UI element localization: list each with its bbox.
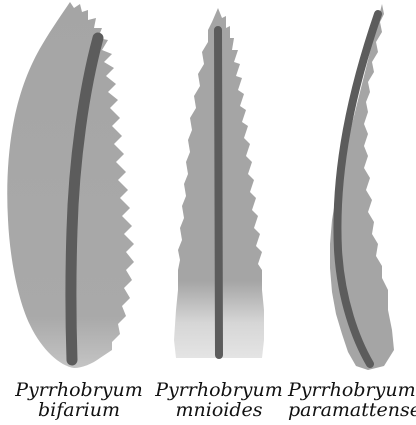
caption-genus: Pyrrhobryum <box>14 380 144 400</box>
caption-species: mnioides <box>152 400 286 420</box>
caption-species: paramattense <box>288 400 414 420</box>
caption-mnioides: Pyrrhobryum mnioides <box>152 380 286 420</box>
caption-genus: Pyrrhobryum <box>288 380 414 400</box>
caption-species: bifarium <box>14 400 144 420</box>
leaf-mnioides-icon <box>174 8 264 358</box>
caption-paramattense: Pyrrhobryum paramattense <box>288 380 414 420</box>
leaf-bifarium-icon <box>7 2 134 368</box>
leaf-paramattense-icon <box>330 4 394 370</box>
leaf-illustrations <box>0 0 416 370</box>
caption-genus: Pyrrhobryum <box>152 380 286 400</box>
caption-bifarium: Pyrrhobryum bifarium <box>14 380 144 420</box>
